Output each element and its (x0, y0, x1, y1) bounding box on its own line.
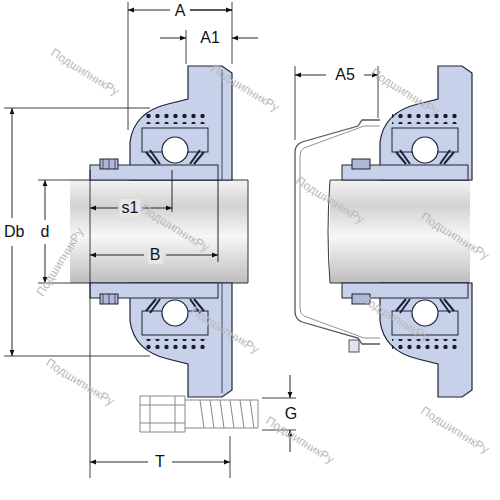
dimension-label: s1 (120, 199, 141, 217)
dimension-label: A5 (333, 66, 357, 84)
dimension-label: G (283, 405, 299, 423)
watermark: ПодшипникРу (49, 46, 121, 97)
watermark: ПодшипникРу (264, 414, 336, 465)
dimension-label: B (148, 246, 163, 264)
dimension-label: Db (2, 223, 26, 241)
watermark: ПодшипникРу (419, 404, 491, 455)
dimension-label: A (173, 2, 188, 20)
dimension-label: d (39, 223, 52, 241)
dimension-label: T (153, 453, 167, 471)
watermark: ПодшипникРу (44, 356, 116, 407)
dimension-label: A1 (198, 29, 222, 47)
